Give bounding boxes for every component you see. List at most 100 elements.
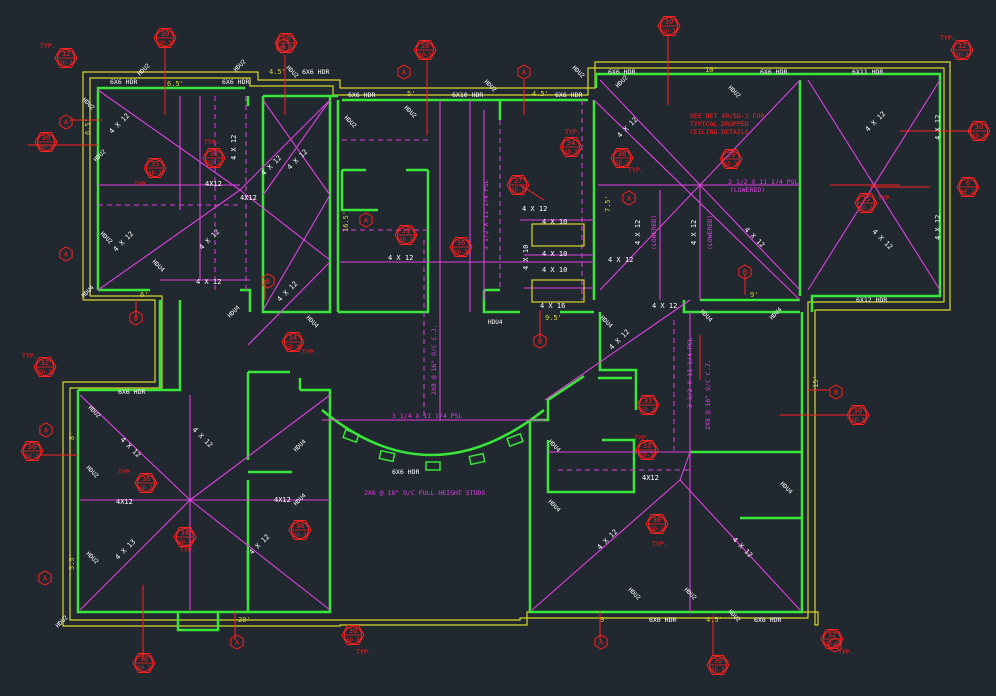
callout-sheet: SD-3 — [711, 668, 724, 674]
dim-label: 4.5' — [532, 90, 549, 98]
hdr-label: 6X6 HDR — [608, 68, 635, 76]
beam-label: 4 X 12 — [230, 135, 238, 160]
typ-label: TYP. — [22, 352, 38, 360]
dim-label: 6' — [140, 291, 148, 299]
hdu-label: HDU2 — [614, 74, 629, 89]
lowered-label: (LOWERED) — [650, 215, 658, 250]
typ-label: TYP. — [134, 180, 150, 188]
callout-hexagon — [706, 655, 730, 675]
callout-sheet: SD-3 — [640, 453, 653, 459]
beam-label: 4 X 12 — [934, 115, 942, 140]
callout-number: 32 — [958, 42, 966, 50]
beam-label: 4X12 — [116, 498, 133, 506]
section-hexagon — [39, 422, 53, 438]
beam-label: 4 X 12 — [596, 528, 620, 552]
callout-hexagon — [559, 137, 583, 157]
callout-sheet: SD-3 — [641, 408, 654, 414]
lowered-label: (LOWERED) — [706, 215, 714, 250]
beam-label: 4 X 12 — [652, 302, 677, 310]
callout-sheet: SD-3 — [148, 171, 161, 177]
section-hexagon — [828, 637, 842, 653]
typ-label: TYP. — [565, 128, 581, 136]
beam-label: 4 X 12 — [690, 220, 698, 245]
callout-number: 33 — [643, 442, 651, 450]
callout-number: 30 — [296, 522, 304, 530]
hdu-label: HDU4 — [488, 319, 503, 326]
section-hexagon — [230, 634, 244, 650]
hdu-label: HDU2 — [85, 464, 100, 479]
building-outline — [62, 61, 951, 627]
callout-hexagon — [645, 514, 669, 534]
hdr-label: 6X6 HDR — [754, 616, 781, 624]
typ-label: TYP. — [204, 138, 220, 146]
lowered-label: (LOWERED) — [730, 186, 765, 194]
callout-sheet: SD-3 — [178, 540, 191, 546]
callout-number: 30 — [282, 35, 290, 43]
callout-hexagon — [143, 158, 167, 178]
typ-label: TYP. — [940, 34, 956, 42]
dim-label: 5.5' — [68, 553, 76, 570]
callout-hexagon — [636, 395, 660, 415]
section-letter: A — [235, 639, 240, 647]
dashed-lines — [98, 96, 690, 471]
callout-sheet: SD-3 — [851, 418, 864, 424]
section-marker: A — [59, 114, 73, 130]
beam-label: 4X12 — [642, 474, 659, 482]
dim-label: 4.5' — [269, 68, 286, 76]
section-cut-lines — [28, 35, 972, 660]
section-marker: A — [359, 212, 373, 228]
section-hexagon — [129, 310, 143, 326]
detail-callout: 6HF-2 — [956, 177, 980, 197]
hdr-label: 6X6 HDR — [649, 616, 676, 624]
callout-hexagon — [854, 193, 878, 213]
callout-hexagon — [635, 440, 659, 460]
hdu-label: HDU2 — [87, 404, 102, 419]
section-hexagon — [276, 38, 290, 54]
hdu-label: HDU2 — [343, 114, 358, 129]
callout-hexagon — [341, 625, 365, 645]
beam-label: 4 X 12 — [248, 533, 272, 557]
beam-label: 4 X 10 — [542, 250, 567, 258]
beam-label: 4 X 12 — [608, 328, 632, 352]
beam-label: 4X12 — [240, 194, 257, 202]
hdu-label: HDU4 — [305, 314, 320, 329]
callout-sheet: SD-3 — [662, 29, 675, 35]
typ-label: TYP. — [180, 546, 196, 554]
hdu-label: HDU4 — [226, 304, 241, 319]
beam-label: 4 X 12 — [871, 228, 895, 252]
psl-label: 3 1/4 X 11 1/4 PSL — [392, 412, 463, 420]
section-hexagon — [397, 64, 411, 80]
callout-sheet: SD-3 — [454, 250, 467, 256]
callout-hexagon — [33, 357, 57, 377]
callout-number: 32 — [828, 631, 836, 639]
callout-sheet: SD-3 — [158, 41, 171, 47]
beam-label: 4 X 12 — [112, 230, 136, 254]
hdu-label: HDU2 — [285, 64, 300, 79]
callout-sheet: SD-3 — [59, 61, 72, 67]
beam-label: 4X12 — [274, 496, 291, 504]
beam-label: 4 X 10 — [522, 245, 530, 270]
callout-number: 30 — [28, 443, 36, 451]
hdr-label: 6X6 HDR — [118, 388, 145, 396]
callout-hexagon — [413, 40, 437, 60]
beam-label: 4 X 12 — [108, 112, 132, 136]
hdr-label: 6X11 HDR — [852, 68, 883, 76]
beam-label: 4 X 12 — [198, 228, 222, 252]
dim-label: 6.5' — [167, 80, 184, 88]
dim-label: 9.5' — [545, 314, 562, 322]
callout-sheet: SD-3 — [615, 161, 628, 167]
beam-label: 4 X 12 — [388, 254, 413, 262]
